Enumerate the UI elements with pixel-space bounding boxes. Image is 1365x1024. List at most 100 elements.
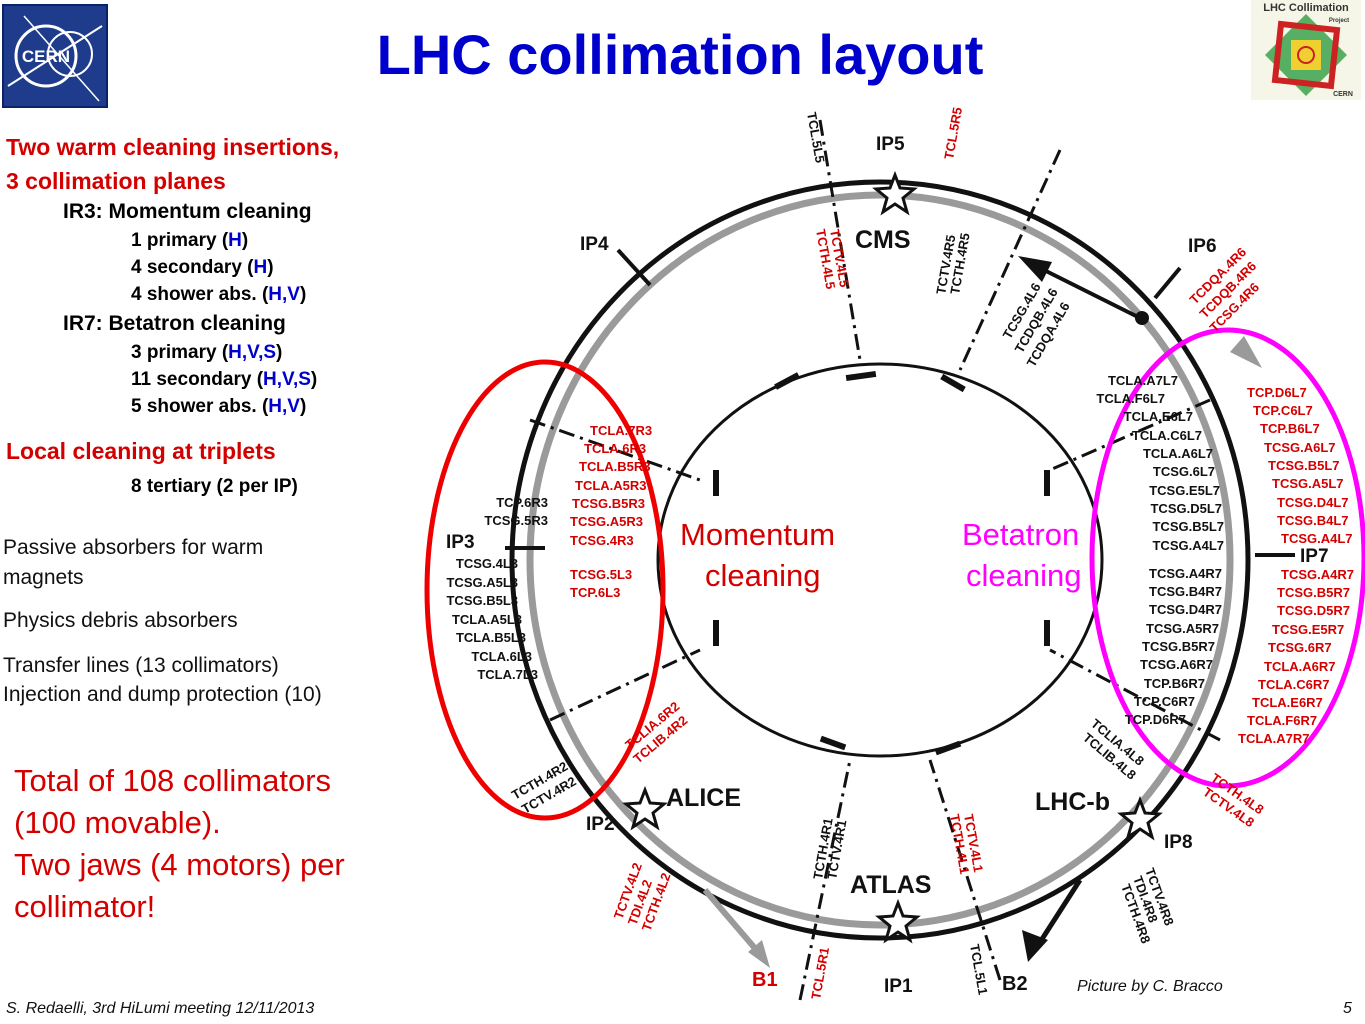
ir3-item-2-post: ) xyxy=(299,284,307,305)
collimator-ir3-red-5: TCSG.A5R3 xyxy=(570,514,643,529)
ir3-item-1-post: ) xyxy=(267,257,274,278)
ip2-star xyxy=(622,785,668,831)
local-item: 8 tertiary (2 per IP) xyxy=(131,476,298,497)
atlas-label: ATLAS xyxy=(850,871,931,899)
momentum-label-1: Momentum xyxy=(680,517,835,552)
collimator-ir7-black-8: TCSG.B5L7 xyxy=(1152,519,1224,534)
ir7-item-1-planes: H,V,S xyxy=(263,369,311,390)
ir7-highlight xyxy=(1089,327,1365,789)
total-line1: Total of 108 collimators xyxy=(14,763,332,798)
collimator-ir7-black-11: TCSG.B4R7 xyxy=(1149,584,1222,599)
collimator-ir3-red-4: TCSG.B5R3 xyxy=(572,496,645,511)
inner-markers xyxy=(713,370,1050,756)
betatron-label-1: Betatron xyxy=(962,517,1079,552)
ir7-item-2-post: ) xyxy=(299,396,307,417)
collimator-ir7-red-9: TCSG.A4R7 xyxy=(1281,567,1354,582)
ip7-label: IP7 xyxy=(1300,546,1329,567)
collimator-ir3-black-3: TCSG.A5L3 xyxy=(446,575,518,590)
picture-credit: Picture by C. Bracco xyxy=(1077,978,1223,995)
ip6-label: IP6 xyxy=(1188,236,1217,257)
b2-arrow-head xyxy=(1022,930,1048,962)
ip3-label: IP3 xyxy=(446,532,475,553)
b1-label: B1 xyxy=(752,969,778,991)
cern-logo-text: CERN xyxy=(22,47,70,66)
collimator-ir7-red-16: TCLA.E6R7 xyxy=(1252,695,1323,710)
collimator-ir7-red-4: TCSG.B5L7 xyxy=(1268,458,1340,473)
passive-absorbers-line1: Passive absorbers for warm xyxy=(3,536,264,559)
b2-label: B2 xyxy=(1002,973,1028,995)
collimator-ir3-red-7: TCSG.5L3 xyxy=(570,567,632,582)
ip4-label: IP4 xyxy=(580,234,609,255)
collimator-ir3-black-0: TCP.6R3 xyxy=(496,495,548,510)
collimator-ir3-red-6: TCSG.4R3 xyxy=(570,533,634,548)
total-line4: collimator! xyxy=(14,889,156,924)
collimator-ir3-red-8: TCP.6L3 xyxy=(570,585,620,600)
alice-label: ALICE xyxy=(666,784,741,812)
transfer-lines: Transfer lines (13 collimators) xyxy=(3,654,279,677)
ir7-item-2-pre: 5 shower abs. ( xyxy=(131,396,269,417)
collimator-ir3-black-1: TCSG.5R3 xyxy=(484,513,548,528)
collimator-ir7-red-17: TCLA.F6R7 xyxy=(1247,713,1317,728)
footer-author: S. Redaelli, 3rd HiLumi meeting 12/11/20… xyxy=(6,1000,315,1017)
collimator-ir7-red-14: TCLA.A6R7 xyxy=(1264,659,1336,674)
collimator-ir3-black-7: TCLA.6L3 xyxy=(471,649,532,664)
injection-dump: Injection and dump protection (10) xyxy=(3,683,322,706)
collimator-tcl5l1: TCL.5L1 xyxy=(967,943,991,996)
b1-arrow-head xyxy=(748,940,770,968)
collimator-ir7-red-7: TCSG.B4L7 xyxy=(1277,513,1349,528)
ir3-item-2-planes: H,V xyxy=(268,284,300,305)
collimator-ir3-black-4: TCSG.B5L3 xyxy=(446,593,518,608)
collimator-ir7-red-8: TCSG.A4L7 xyxy=(1281,531,1353,546)
collimation-logo-bottom: CERN xyxy=(1333,91,1353,98)
ip8-star xyxy=(1117,795,1163,841)
ir3-item-1: 4 secondary (H) xyxy=(131,257,274,279)
ir7-item-1: 11 secondary (H,V,S) xyxy=(131,369,317,391)
ir3-item-0-pre: 1 primary ( xyxy=(131,230,229,251)
collimator-ir3-red-2: TCLA.B5R3 xyxy=(579,459,651,474)
physics-debris: Physics debris absorbers xyxy=(3,609,238,632)
beam-arrow-ir6-head xyxy=(1018,256,1052,282)
collimator-ir7-black-16: TCP.B6R7 xyxy=(1144,676,1205,691)
collimator-ir3-black-6: TCLA.B5L3 xyxy=(456,630,526,645)
collimator-ir7-red-18: TCLA.A7R7 xyxy=(1238,731,1310,746)
collimator-tcl5r5: TCL.5R5 xyxy=(941,106,965,161)
ir3-title: IR3: Momentum cleaning xyxy=(63,200,312,223)
collimator-ir3-red-0: TCLA.7R3 xyxy=(590,423,652,438)
collimator-ir7-black-5: TCSG.6L7 xyxy=(1153,464,1215,479)
collimator-ir3-black-8: TCLA.7L3 xyxy=(477,667,538,682)
beam-arrow-ir7-head xyxy=(1230,336,1262,368)
collimator-ir7-black-13: TCSG.A5R7 xyxy=(1146,621,1219,636)
collimator-ir7-black-4: TCLA.A6L7 xyxy=(1143,446,1213,461)
collimator-ir7-black-0: TCLA.A7L7 xyxy=(1108,373,1178,388)
ip5-label: IP5 xyxy=(876,134,905,155)
collimator-tcl5r1: TCL.5R1 xyxy=(808,946,832,1001)
ip-ticks xyxy=(505,248,1295,557)
collimator-ir7-black-3: TCLA.C6L7 xyxy=(1132,428,1202,443)
collimator-ir7-black-15: TCSG.A6R7 xyxy=(1140,657,1213,672)
collimator-ir7-red-0: TCP.D6L7 xyxy=(1247,385,1307,400)
collimator-ir7-red-10: TCSG.B5R7 xyxy=(1277,585,1350,600)
collimation-logo-line2: Project xyxy=(1329,18,1349,24)
collimator-ir7-black-9: TCSG.A4L7 xyxy=(1152,538,1224,553)
ip1-label: IP1 xyxy=(884,976,913,997)
collimator-ir3-black-5: TCLA.A5L3 xyxy=(452,612,522,627)
collimator-ir7-black-14: TCSG.B5R7 xyxy=(1142,639,1215,654)
cern-logo: CERN xyxy=(2,4,108,108)
heading-warm-insertions: Two warm cleaning insertions, xyxy=(6,134,340,160)
betatron-label-2: cleaning xyxy=(966,558,1081,593)
collimation-logo-line1: LHC Collimation xyxy=(1263,2,1349,14)
ir3-highlight xyxy=(424,359,666,821)
collimator-ir7-red-12: TCSG.E5R7 xyxy=(1272,622,1344,637)
ip-stars xyxy=(622,170,1163,944)
collimator-ir7-black-1: TCLA.F6L7 xyxy=(1096,391,1165,406)
heading-planes: 3 collimation planes xyxy=(6,168,226,194)
collimator-ir7-red-5: TCSG.A5L7 xyxy=(1272,476,1344,491)
ip2-label: IP2 xyxy=(586,814,615,835)
page-title: LHC collimation layout xyxy=(376,23,984,86)
beam1-ring xyxy=(509,179,1251,941)
ir7-item-1-post: ) xyxy=(310,369,318,390)
ir3-item-2: 4 shower abs. (H,V) xyxy=(131,284,306,306)
collimator-tcl5l5: TCL.5L5 xyxy=(804,111,828,164)
collimator-ir7-black-12: TCSG.D4R7 xyxy=(1149,602,1222,617)
